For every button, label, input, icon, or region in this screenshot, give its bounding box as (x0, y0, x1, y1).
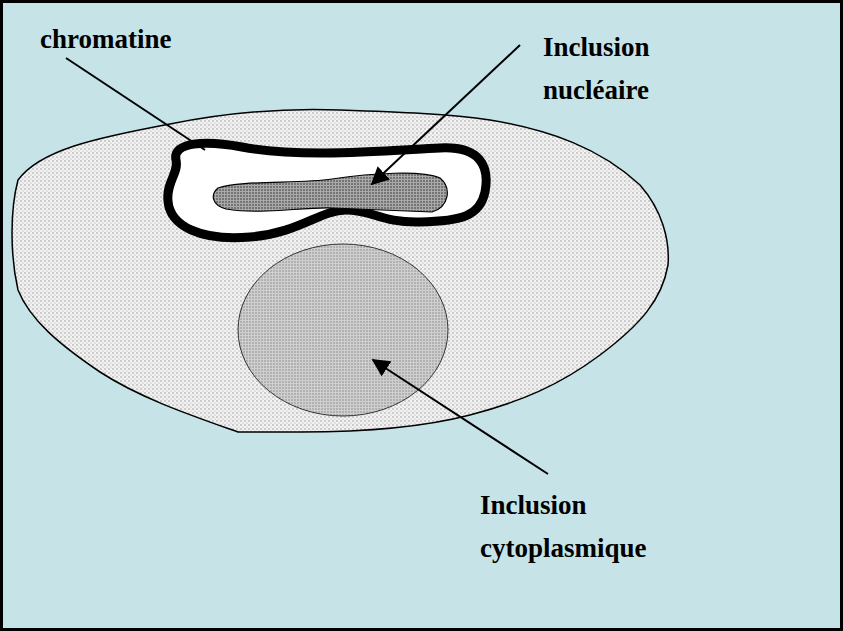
nucleus-chromatin (168, 143, 486, 237)
cell-outline (12, 110, 668, 432)
leader-line (66, 58, 205, 150)
leader-arrow (373, 360, 548, 474)
leader-arrow (372, 45, 520, 184)
cytoplasmic-inclusion (238, 244, 448, 416)
part-label: Inclusion cytoplasmique (480, 484, 730, 570)
nuclear-inclusion (213, 173, 447, 212)
part-label: Inclusion nucléaire (543, 26, 703, 112)
part-label: chromatine (40, 18, 300, 61)
